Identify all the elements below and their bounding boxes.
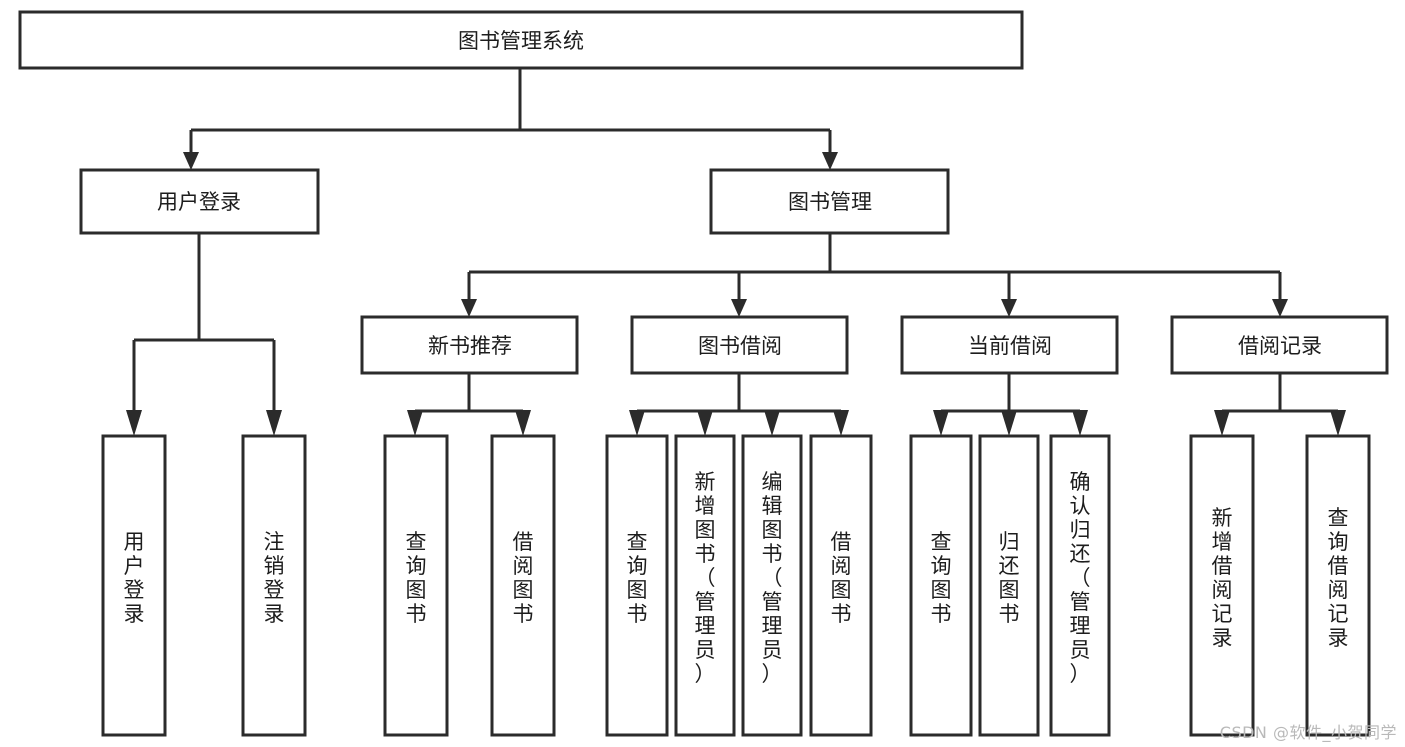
node-label-vertical: 注销登录 — [264, 530, 285, 626]
node-box — [709, 168, 950, 235]
node-current-borrow[interactable]: 当前借阅 — [900, 315, 1119, 375]
node-root-system[interactable]: 图书管理系统 — [18, 10, 1024, 70]
arrow-head-icon — [731, 299, 747, 317]
leaf-node[interactable]: 新增图书（管理员） — [674, 434, 736, 737]
edge-bookborrow-branch — [635, 373, 843, 424]
node-box — [1305, 434, 1371, 737]
node-box — [900, 315, 1119, 375]
edges-bookmgmt-to-level3 — [461, 233, 1288, 317]
arrow-head-icon — [629, 410, 645, 436]
leaf-node[interactable]: 用户登录 — [101, 434, 167, 737]
node-label-vertical: 确认归还（管理员） — [1070, 470, 1091, 686]
node-box — [18, 10, 1024, 70]
node-box — [741, 434, 803, 737]
arrow-head-icon — [764, 410, 780, 436]
node-new-book-recommend[interactable]: 新书推荐 — [360, 315, 579, 375]
node-box — [630, 315, 849, 375]
node-box — [909, 434, 973, 737]
node-label: 用户登录 — [157, 190, 241, 214]
edges-bookborrow-to-leaves — [629, 373, 849, 436]
leaf-node[interactable]: 确认归还（管理员） — [1049, 434, 1111, 737]
node-label-vertical: 借阅图书 — [513, 530, 534, 626]
node-label-vertical: 查询图书 — [406, 530, 427, 626]
arrow-head-icon — [1001, 410, 1017, 436]
edges-currentborrow-to-leaves — [933, 373, 1088, 436]
node-box — [605, 434, 669, 737]
edge-borrowrecord-branch — [1220, 373, 1340, 424]
arrow-head-icon — [1072, 410, 1088, 436]
arrow-head-icon — [1214, 410, 1230, 436]
leaf-node[interactable]: 归还图书 — [978, 434, 1040, 737]
node-label-vertical: 用户登录 — [124, 530, 145, 626]
arrow-head-icon — [933, 410, 949, 436]
node-box — [1189, 434, 1255, 737]
node-label-vertical: 编辑图书（管理员） — [762, 470, 783, 686]
node-label-vertical: 查询图书 — [627, 530, 648, 626]
node-box — [809, 434, 873, 737]
node-label-vertical: 查询图书 — [931, 530, 952, 626]
node-box — [101, 434, 167, 737]
csdn-watermark: CSDN @软件_小贺同学 — [1219, 723, 1397, 742]
node-label-vertical: 归还图书 — [999, 530, 1020, 626]
leaf-node[interactable]: 注销登录 — [241, 434, 307, 737]
node-box — [978, 434, 1040, 737]
node-box — [360, 315, 579, 375]
arrow-head-icon — [833, 410, 849, 436]
arrow-head-icon — [1272, 299, 1288, 317]
edges-newbook-to-leaves — [407, 373, 531, 436]
arrow-head-icon — [407, 410, 423, 436]
leaf-node[interactable]: 借阅图书 — [809, 434, 873, 737]
leaf-node[interactable]: 查询图书 — [909, 434, 973, 737]
node-borrow-record[interactable]: 借阅记录 — [1170, 315, 1389, 375]
arrow-head-icon — [697, 410, 713, 436]
node-box — [1049, 434, 1111, 737]
edges-root-to-level2 — [183, 68, 838, 170]
arrow-head-icon — [183, 152, 199, 170]
node-label: 新书推荐 — [428, 334, 512, 358]
node-label-vertical: 新增借阅记录 — [1212, 506, 1233, 650]
node-book-management[interactable]: 图书管理 — [709, 168, 950, 235]
arrow-head-icon — [515, 410, 531, 436]
arrow-head-icon — [1330, 410, 1346, 436]
arrow-head-icon — [266, 410, 282, 436]
node-label-vertical: 查询借阅记录 — [1328, 506, 1349, 650]
node-label-vertical: 新增图书（管理员） — [695, 470, 716, 686]
leaf-node[interactable]: 查询图书 — [605, 434, 669, 737]
arrow-head-icon — [822, 152, 838, 170]
arrow-head-icon — [1001, 299, 1017, 317]
node-box — [383, 434, 449, 737]
node-box — [241, 434, 307, 737]
node-box — [490, 434, 556, 737]
node-user-login[interactable]: 用户登录 — [79, 168, 320, 235]
leaf-node[interactable]: 查询图书 — [383, 434, 449, 737]
edge-userlogin-branch — [132, 233, 276, 424]
node-label: 借阅记录 — [1238, 334, 1322, 358]
leaf-node[interactable]: 新增借阅记录 — [1189, 434, 1255, 737]
node-box — [1170, 315, 1389, 375]
edges-borrowrecord-to-leaves — [1214, 373, 1346, 436]
edge-newbook-branch — [413, 373, 525, 424]
edge-root-branch — [189, 68, 832, 158]
leaf-node[interactable]: 编辑图书（管理员） — [741, 434, 803, 737]
node-label-vertical: 借阅图书 — [831, 530, 852, 626]
arrow-head-icon — [461, 299, 477, 317]
leaf-node[interactable]: 查询借阅记录 — [1305, 434, 1371, 737]
node-label: 图书借阅 — [698, 334, 782, 358]
node-box — [674, 434, 736, 737]
node-book-borrow[interactable]: 图书借阅 — [630, 315, 849, 375]
node-box — [79, 168, 320, 235]
node-label: 图书管理 — [788, 190, 872, 214]
arrow-head-icon — [126, 410, 142, 436]
node-label: 图书管理系统 — [458, 29, 584, 53]
edges-userlogin-to-leaves — [126, 233, 282, 436]
edge-bookmgmt-branch — [467, 233, 1282, 305]
node-label: 当前借阅 — [968, 334, 1052, 358]
leaf-node[interactable]: 借阅图书 — [490, 434, 556, 737]
